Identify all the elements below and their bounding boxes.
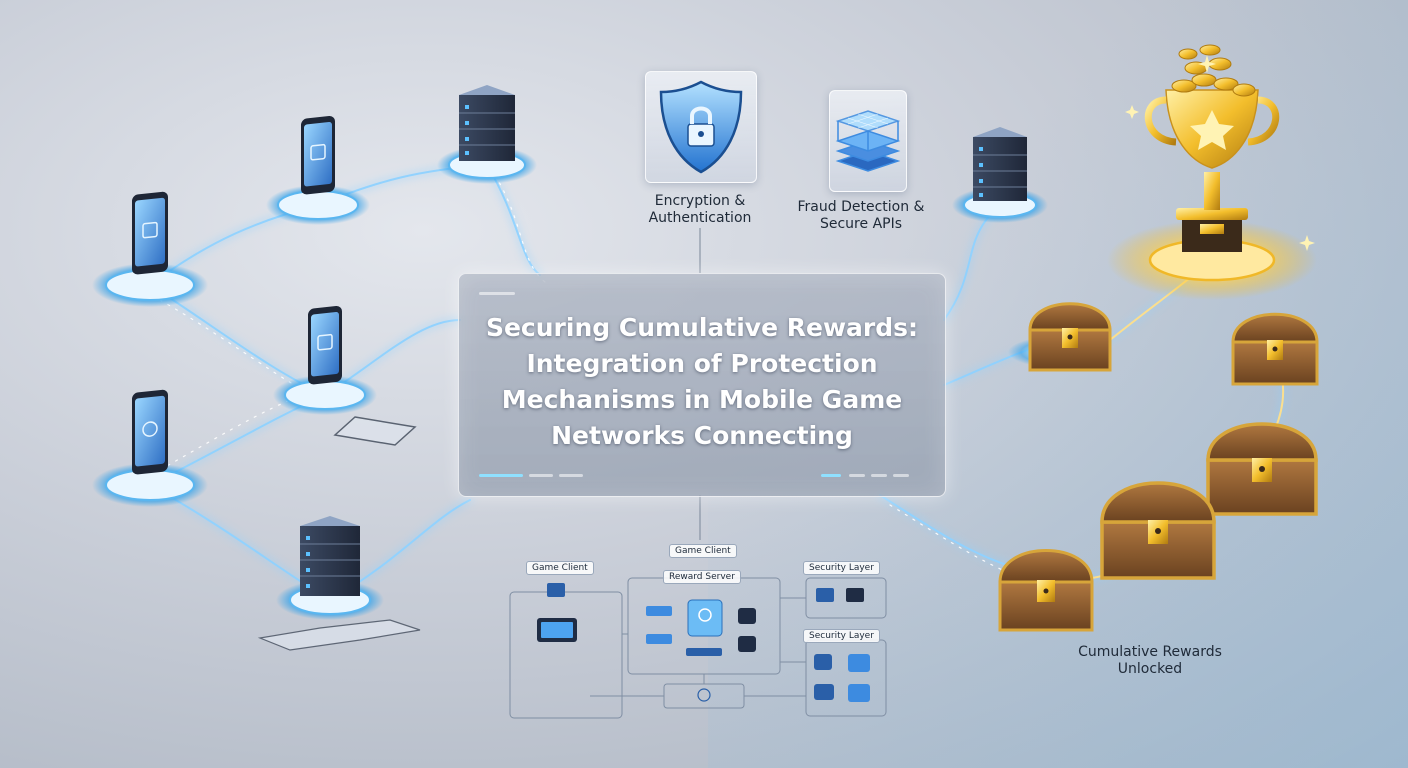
panel-bar [479, 292, 515, 295]
reward-server-label: Reward Server [663, 570, 741, 584]
treasure-chest-1 [1028, 302, 1112, 372]
treasure-chest-3 [1206, 422, 1318, 516]
phone-node-2 [266, 116, 370, 225]
phone-icon [308, 306, 342, 385]
panel-bar [871, 474, 887, 477]
encryption-label: Encryption & Authentication [648, 193, 752, 226]
treasure-chest-icon [998, 549, 1094, 632]
phone-icon [132, 389, 168, 475]
architecture-mini-icons [537, 583, 870, 702]
phone-icon [132, 191, 168, 275]
panel-bar [821, 474, 841, 477]
treasure-chest-icon [1100, 481, 1216, 580]
phone-node-3 [273, 306, 417, 446]
panel-bar [849, 474, 865, 477]
server-icon [459, 85, 515, 161]
panel-bar [479, 474, 523, 477]
game-client-label-top: Game Client [669, 544, 737, 558]
security-layer-label-1: Security Layer [803, 561, 880, 575]
panel-bar [893, 474, 909, 477]
phone-icon [301, 116, 335, 195]
rewards-label: Cumulative Rewards Unlocked [1078, 644, 1222, 677]
phone-node-1 [92, 191, 208, 307]
server-node-3 [257, 516, 421, 651]
fraud-grid-icon [835, 110, 901, 172]
phone-node-4 [92, 389, 208, 507]
treasure-chest-icon [1206, 422, 1318, 516]
panel-bar [559, 474, 583, 477]
server-icon [300, 516, 360, 596]
panel-bar [529, 474, 553, 477]
title-panel: Securing Cumulative Rewards: Integration… [458, 273, 946, 497]
shield-lock-icon [659, 80, 743, 174]
server-icon [973, 127, 1027, 201]
fraud-detection-card [829, 90, 907, 192]
trophy-node [1107, 44, 1317, 300]
treasure-chest-icon [1028, 302, 1112, 372]
trophy-icon [1144, 44, 1280, 252]
game-client-label-left: Game Client [526, 561, 594, 575]
security-layer-label-2: Security Layer [803, 629, 880, 643]
treasure-chest-4 [1100, 481, 1216, 580]
treasure-chest-icon [1231, 312, 1319, 386]
encryption-card [645, 71, 757, 183]
server-node-2 [952, 127, 1048, 223]
fraud-label: Fraud Detection & Secure APIs [797, 199, 925, 232]
treasure-chest-2 [1231, 312, 1319, 386]
sparkles [1125, 55, 1315, 251]
treasure-chest-5 [998, 549, 1094, 632]
server-node-1 [437, 85, 537, 184]
page-title: Securing Cumulative Rewards: Integration… [485, 313, 919, 450]
